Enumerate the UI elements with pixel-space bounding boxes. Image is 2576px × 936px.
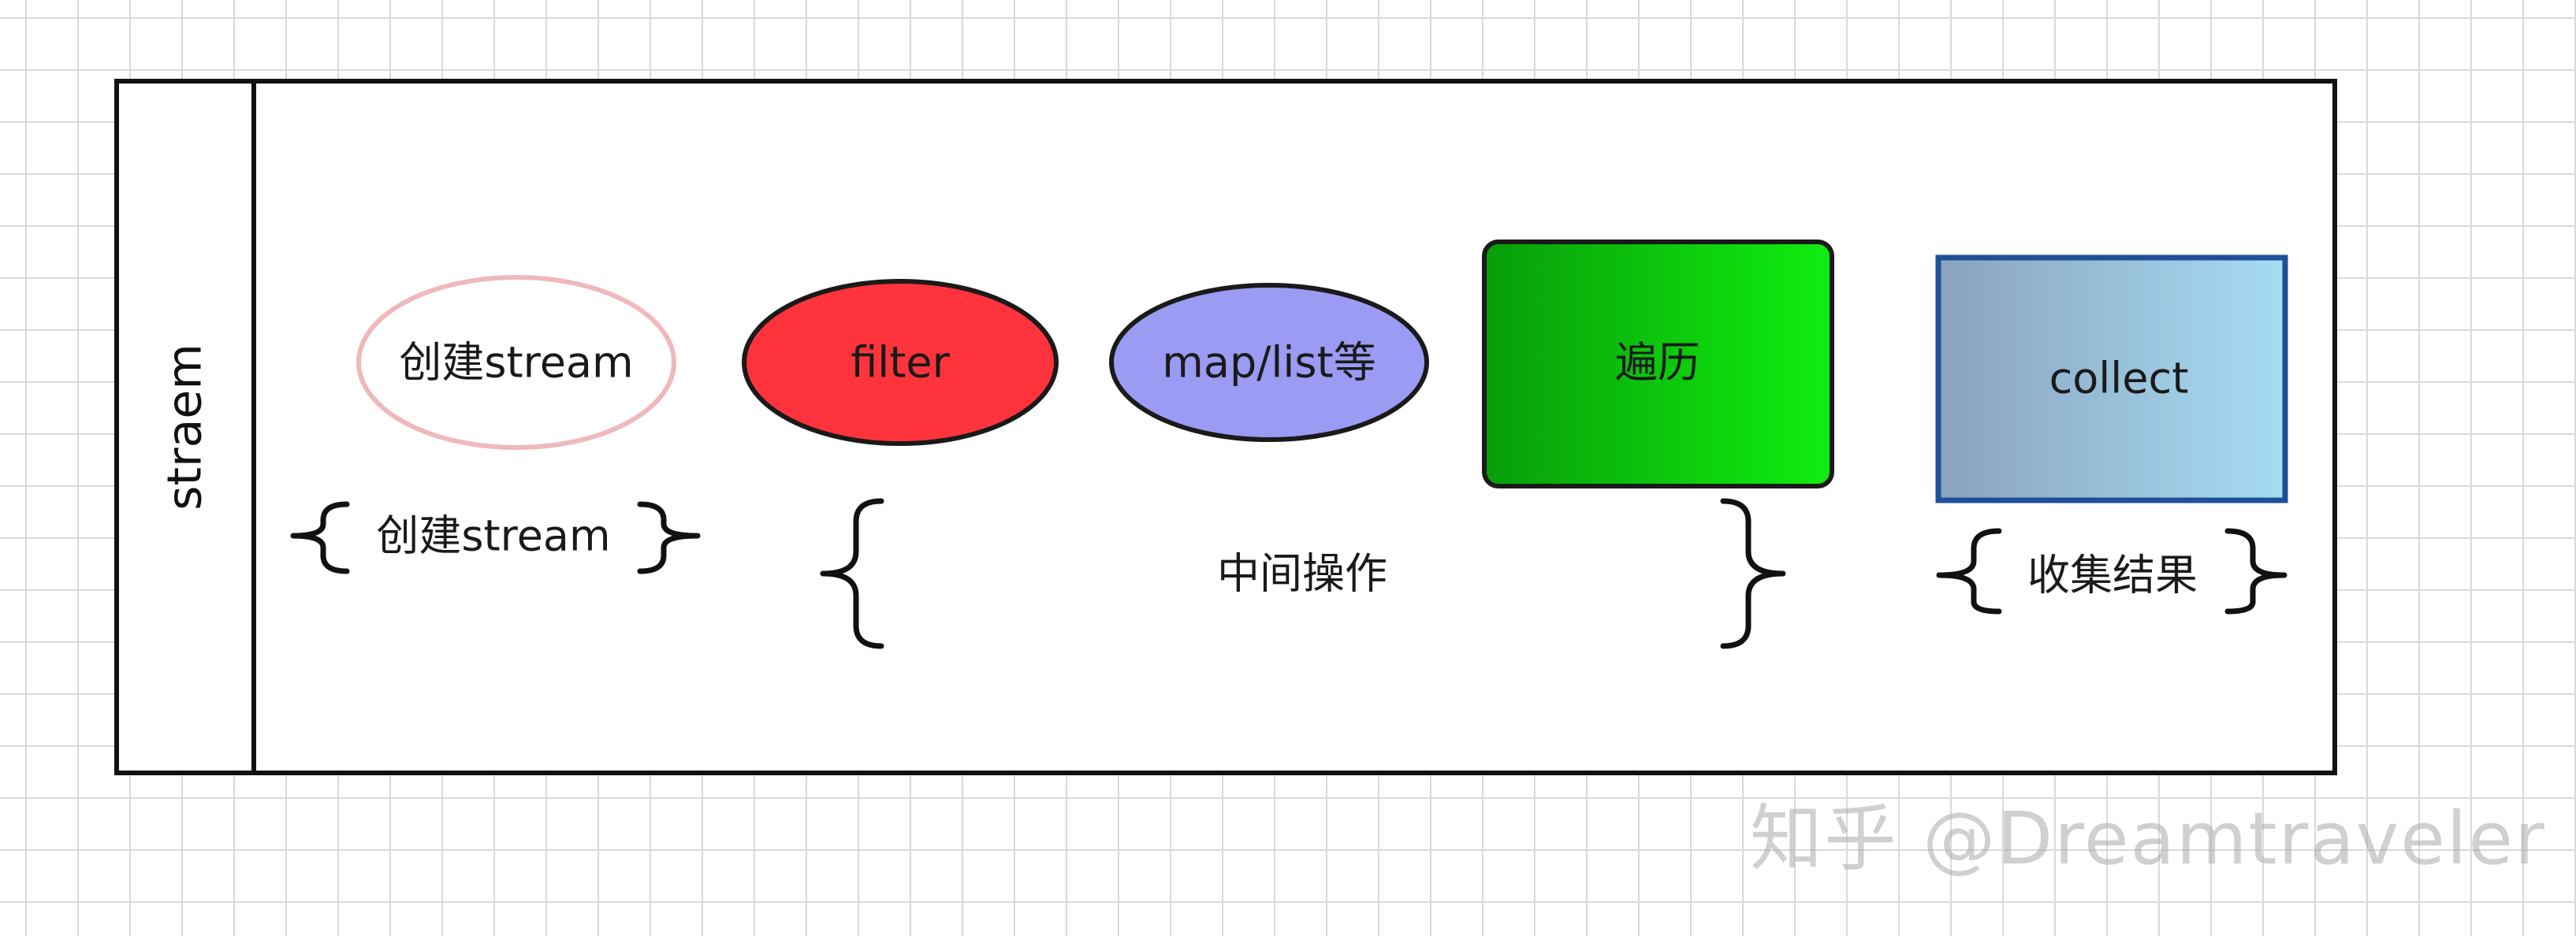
traverse-node: 遍历 xyxy=(1482,240,1834,488)
intermediate-group-label: 中间操作 xyxy=(1217,549,1387,599)
intermediate-group-brace xyxy=(820,498,1786,649)
create-group-label: 创建stream xyxy=(376,511,610,561)
create-group-brace xyxy=(290,501,701,574)
watermark: 知乎 @Dreamtraveler xyxy=(1750,797,2546,881)
map-node: map/list等 xyxy=(1109,283,1429,442)
create-stream-node: 创建stream xyxy=(356,275,676,450)
collect-node: collect xyxy=(1935,254,2288,503)
create-stream-node-label: 创建stream xyxy=(399,338,633,388)
filter-node: filter xyxy=(742,279,1059,446)
collect-group-brace xyxy=(1936,528,2288,615)
collect-group-label: 收集结果 xyxy=(2027,551,2198,600)
filter-node-label: filter xyxy=(851,338,950,388)
traverse-node-label: 遍历 xyxy=(1615,338,1700,388)
collect-node-label: collect xyxy=(2049,354,2189,403)
lane-label: straem xyxy=(158,344,213,511)
map-node-label: map/list等 xyxy=(1162,338,1375,388)
